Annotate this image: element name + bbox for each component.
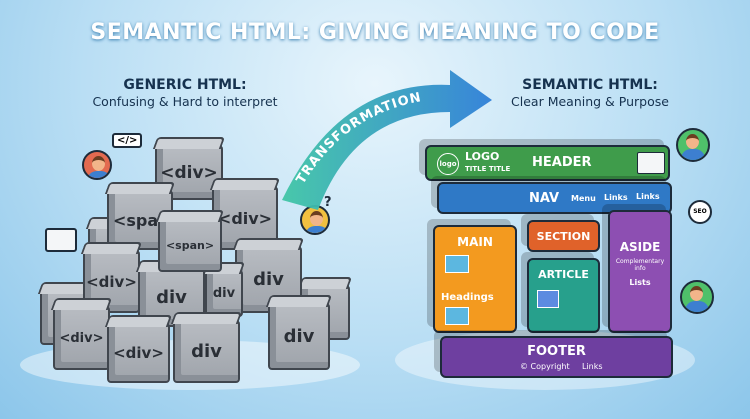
footer-block: FOOTER © Copyright Links (440, 336, 673, 378)
nav-link: Links (636, 192, 660, 201)
footer-label: FOOTER (527, 344, 586, 359)
cube: <div> (107, 323, 170, 383)
copyright-text: © Copyright (520, 362, 570, 371)
section-label: SECTION (536, 230, 591, 243)
section-block: SECTION (527, 220, 600, 252)
image-icon (445, 307, 469, 325)
aside-info: Complementary info (615, 258, 665, 272)
semantic-heading: SEMANTIC HTML: (522, 77, 658, 93)
footer-links: Links (582, 362, 603, 371)
image-icon (445, 255, 469, 273)
question-mark: ? (324, 195, 332, 210)
logo-globe-icon: logo (437, 153, 459, 175)
logo-text: LOGO (465, 150, 500, 163)
page-title: SEMANTIC HTML: GIVING MEANING TO CODE (90, 20, 660, 45)
happy-developer-avatar (676, 128, 710, 162)
browser-window-icon (637, 152, 665, 174)
article-label: ARTICLE (538, 268, 589, 281)
nav-block: NAV Menu Links Links (437, 182, 672, 214)
aside-label: ASIDE (619, 240, 661, 254)
monitor-icon (45, 228, 77, 252)
generic-subtitle: Confusing & Hard to interpret (92, 94, 278, 109)
aside-lists: Lists (629, 278, 651, 287)
article-block: ARTICLE (527, 258, 600, 333)
frustrated-developer-avatar (82, 150, 112, 180)
semantic-subtitle: Clear Meaning & Purpose (511, 94, 669, 109)
main-block: MAIN Headings (433, 225, 517, 333)
nav-link: Menu (571, 194, 596, 203)
generic-heading: GENERIC HTML: (123, 77, 247, 93)
aside-block: ASIDE Complementary info Lists (608, 210, 672, 333)
document-icon (537, 290, 559, 308)
arrow-shape (282, 70, 492, 210)
cube: <span> (158, 218, 222, 272)
cube: div (268, 303, 330, 370)
nav-link: Links (604, 193, 628, 202)
header-label: HEADER (532, 155, 592, 170)
title-text: TITLE TITLE (465, 165, 511, 173)
header-block: logo LOGO TITLE TITLE HEADER (425, 145, 670, 181)
seo-magnifier-icon: SEO (688, 200, 712, 224)
cube: <div> (53, 306, 110, 370)
thumbs-up-user-avatar (680, 280, 714, 314)
cube: div (173, 320, 240, 383)
nav-label: NAV (529, 191, 560, 206)
main-label: MAIN (457, 235, 493, 249)
code-speech-bubble: </> (112, 133, 143, 148)
headings-label: Headings (441, 292, 494, 303)
